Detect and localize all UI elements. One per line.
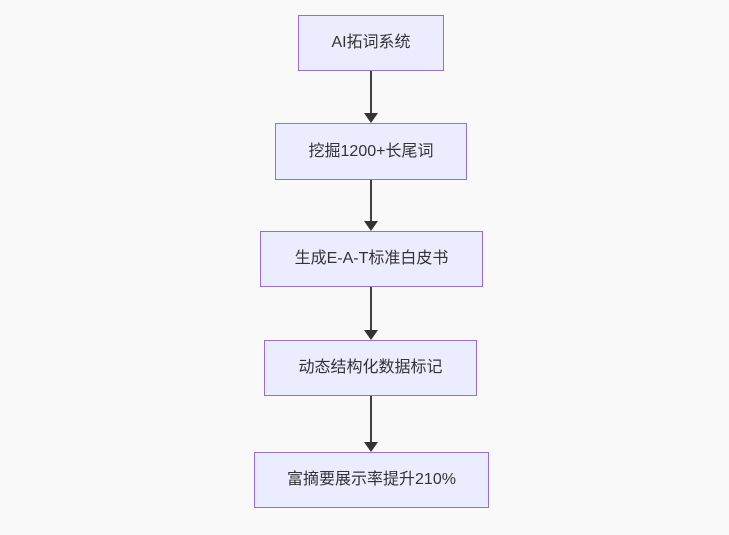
arrow-head-icon — [364, 442, 378, 452]
arrow-line — [370, 396, 372, 442]
arrow-head-icon — [364, 330, 378, 340]
arrow-line — [370, 287, 372, 330]
flow-node-longtail-mining: 挖掘1200+长尾词 — [275, 123, 467, 180]
flow-arrow-1 — [364, 71, 378, 123]
flow-node-label: 挖掘1200+长尾词 — [308, 142, 434, 160]
flow-arrow-3 — [364, 287, 378, 340]
flow-node-eat-whitepaper: 生成E-A-T标准白皮书 — [260, 231, 483, 287]
arrow-line — [370, 180, 372, 221]
flow-arrow-2 — [364, 180, 378, 231]
flow-node-label: 动态结构化数据标记 — [298, 359, 443, 376]
flow-arrow-4 — [364, 396, 378, 452]
flow-node-label: AI拓词系统 — [331, 34, 411, 51]
arrow-line — [370, 71, 372, 113]
flow-node-ai-keyword-system: AI拓词系统 — [298, 15, 444, 71]
flow-node-structured-data-markup: 动态结构化数据标记 — [264, 340, 477, 396]
flow-node-rich-snippet-result: 富摘要展示率提升210% — [254, 452, 489, 508]
flow-node-label: 富摘要展示率提升210% — [287, 471, 456, 488]
flow-node-label: 生成E-A-T标准白皮书 — [294, 250, 449, 267]
arrow-head-icon — [364, 113, 378, 123]
arrow-head-icon — [364, 221, 378, 231]
